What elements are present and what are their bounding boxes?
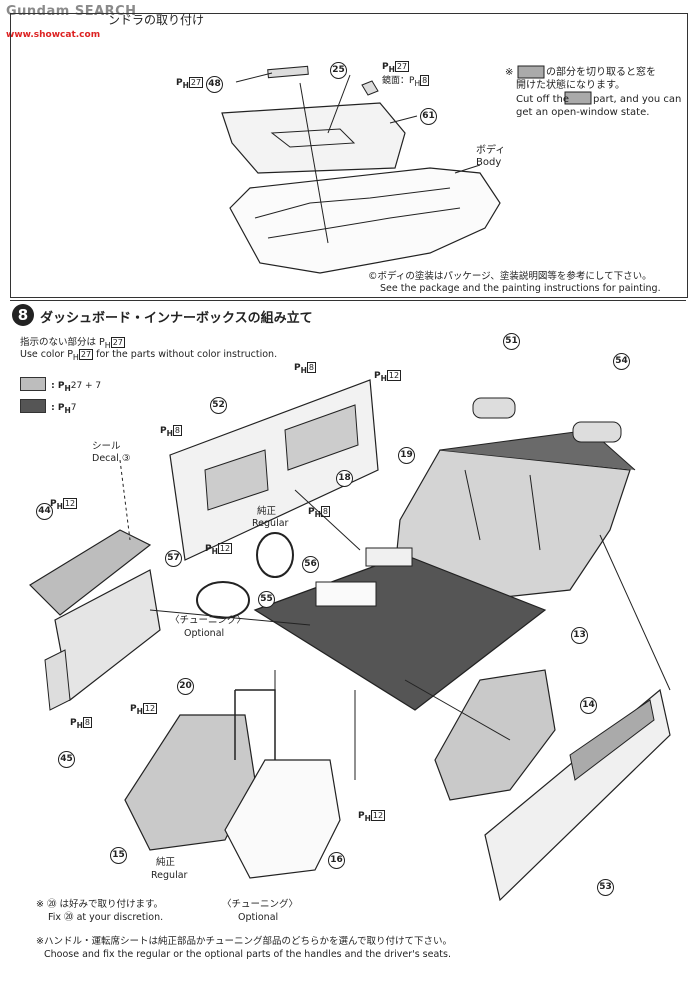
step7-note-jp-2: 開けた状態になります。 bbox=[516, 80, 625, 91]
optional-seat-jp: 〈チューニング〉 bbox=[222, 899, 299, 910]
part-52-callout: 52 bbox=[210, 397, 227, 414]
watermark-brand: Gundam SEARCH bbox=[6, 4, 137, 19]
step8-number-badge: 8 bbox=[12, 304, 34, 326]
optional-wheel-en: Optional bbox=[184, 628, 225, 639]
part-54-callout: 54 bbox=[613, 353, 630, 370]
paint-note-en: See the package and the painting instruc… bbox=[380, 283, 661, 294]
legend-row-2: : PH7 bbox=[20, 395, 76, 415]
legend-row-1: : PH27 + 7 bbox=[20, 373, 101, 393]
part-14-callout: 14 bbox=[580, 697, 597, 714]
optional-wheel-jp: 〈チューニング〉 bbox=[170, 615, 247, 626]
step7-frame bbox=[10, 13, 688, 298]
step7-note-en-1: Cut off the bbox=[516, 94, 570, 105]
decal-label-en: Decal ③ bbox=[92, 453, 131, 464]
part-44-callout: 44 bbox=[36, 503, 53, 520]
part-53-callout: 53 bbox=[597, 879, 614, 896]
part-25-callout: 25 bbox=[330, 62, 347, 79]
body-label-jp: ボディ bbox=[476, 145, 506, 156]
footer-note2-jp: ※ハンドル・運転席シートは純正部品かチューニング部品のどちらかを選んで取り付けて… bbox=[36, 936, 452, 947]
regular-wheel-en: Regular bbox=[252, 518, 289, 529]
part-16-callout: 16 bbox=[328, 852, 345, 869]
step7-note-jp-1: の部分を切り取ると窓を bbox=[546, 67, 656, 78]
step7-note-asterisk: ※ bbox=[505, 67, 514, 78]
step7-title: ンドラの取り付け bbox=[108, 13, 205, 27]
part-19-callout: 19 bbox=[398, 447, 415, 464]
part-56-callout: 56 bbox=[302, 556, 319, 573]
part-20-callout: 20 bbox=[177, 678, 194, 695]
step7-note-en-3: get an open-window state. bbox=[516, 107, 650, 118]
part-18-callout: 18 bbox=[336, 470, 353, 487]
regular-seat-en: Regular bbox=[151, 870, 188, 881]
part-13-callout: 13 bbox=[571, 627, 588, 644]
step8-title: ダッシュボード・インナーボックスの組み立て bbox=[40, 311, 313, 326]
footer-note2-en: Choose and fix the regular or the option… bbox=[44, 949, 451, 960]
decal-label-jp: シール bbox=[92, 441, 121, 452]
step7-illustration bbox=[221, 65, 592, 274]
part-61-callout: 61 bbox=[420, 108, 437, 125]
footer-note1-en: Fix ⑳ at your discretion. bbox=[48, 912, 164, 923]
part-51-callout: 51 bbox=[503, 333, 520, 350]
part-45-callout: 45 bbox=[58, 751, 75, 768]
footer-note1-jp: ※ ⑳ は好みで取り付けます。 bbox=[36, 899, 164, 910]
optional-seat-en: Optional bbox=[238, 912, 279, 923]
step8-illustration bbox=[29, 379, 671, 902]
watermark-site: www.showcat.com bbox=[6, 30, 101, 40]
regular-wheel-jp: 純正 bbox=[257, 506, 277, 517]
part-15-callout: 15 bbox=[110, 847, 127, 864]
regular-seat-jp: 純正 bbox=[156, 857, 176, 868]
paint-note-jp: ©ボディの塗装はパッケージ、塗装説明図等を参考にして下さい。 bbox=[368, 271, 652, 282]
part-48-callout: 48 bbox=[206, 76, 223, 93]
part-57-callout: 57 bbox=[165, 550, 182, 567]
part-55-callout: 55 bbox=[258, 591, 275, 608]
body-label-en: Body bbox=[476, 157, 502, 168]
section-divider bbox=[10, 300, 686, 301]
step7-note-en-2: part, and you can bbox=[593, 94, 682, 105]
